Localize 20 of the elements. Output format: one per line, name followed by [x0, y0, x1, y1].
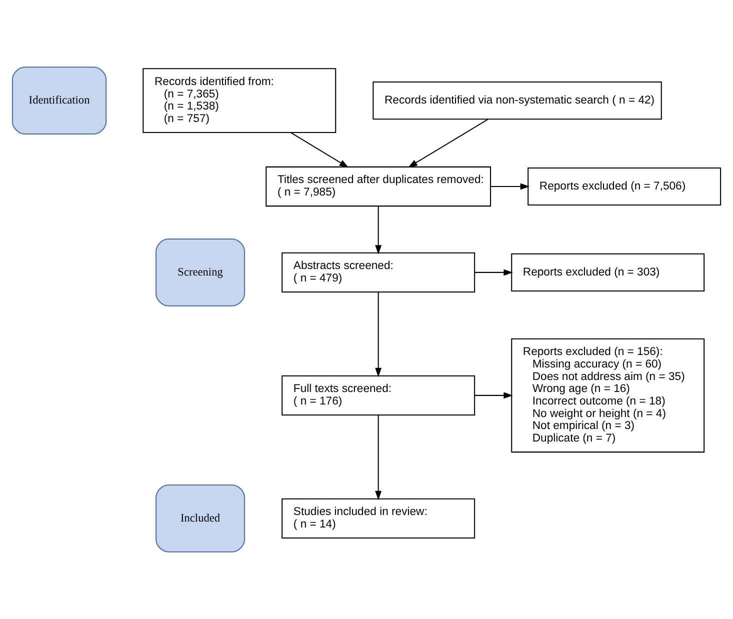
arrow [408, 118, 488, 168]
node-box: Records identified via non-systematic search ( n = 42) [372, 82, 662, 120]
node-box: Abstracts screened: ( n = 479) [282, 252, 476, 293]
arrow [375, 415, 382, 500]
node-box: Reports excluded (n = 303) [511, 253, 705, 292]
node-box: Reports excluded (n = 7,506) [528, 167, 722, 206]
arrow [375, 206, 382, 254]
arrow [375, 292, 382, 378]
node-box: Studies included in review: ( n = 14) [282, 498, 476, 538]
node-box: Reports excluded (n = 156): Missing accuracy (n = 60) Does not address aim (n = 35) Wrong age (n = 16) Incorrect outcome (n = 18) No weight or height (n = 4) Not empirical (n = 3) Duplicate (n = 7) [511, 338, 705, 453]
arrow [474, 392, 513, 399]
node-box: Records identified from: (n = 7,365) (n = 1,538) (n = 757) [142, 68, 336, 133]
node-box: Full texts screened: ( n = 176) [282, 375, 476, 416]
node-box: Screening [156, 238, 246, 306]
arrow [290, 132, 349, 168]
arrow [474, 269, 513, 276]
node-box: Included [156, 484, 246, 552]
node-box: Identification [12, 66, 107, 135]
node-box: Titles screened after duplicates removed: ( n = 7,985) [266, 166, 492, 207]
arrow [490, 183, 530, 190]
